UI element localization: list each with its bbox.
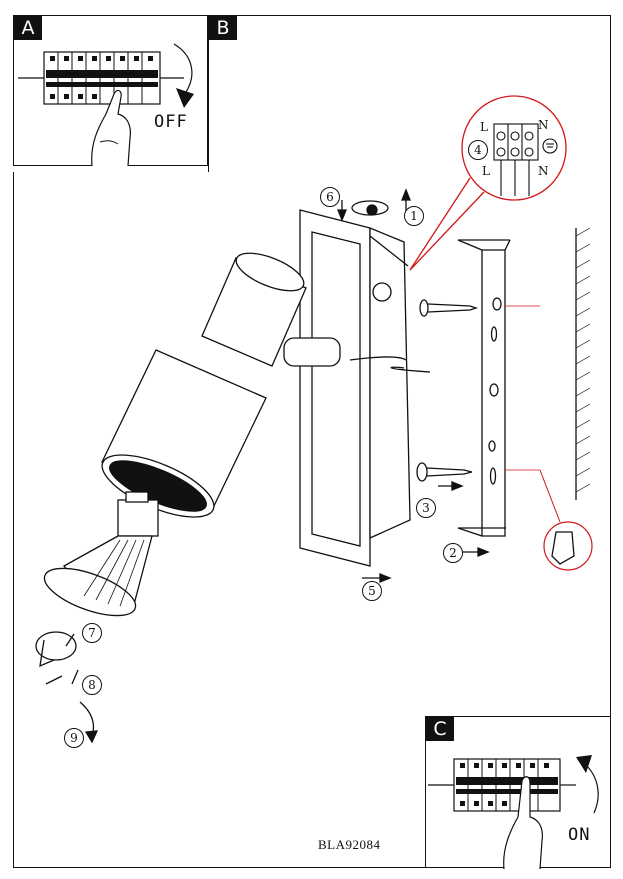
terminal-label-neutral-top: N	[538, 118, 549, 132]
step-7: 7	[82, 623, 102, 643]
terminal-label-live-top: L	[480, 120, 488, 134]
step-4: 4	[468, 140, 488, 160]
model-code: BLA92084	[318, 837, 381, 852]
step-1: 1	[404, 206, 424, 226]
panel-b-tag: B	[209, 16, 237, 40]
step-6: 6	[320, 187, 340, 207]
breaker-off-illustration	[18, 43, 194, 167]
panel-c: C ON	[425, 716, 611, 869]
step-8: 8	[82, 675, 102, 695]
step-2: 2	[443, 543, 463, 563]
panel-a-tag: A	[14, 16, 42, 40]
terminal-block-icon	[493, 123, 558, 196]
on-label: ON	[568, 825, 591, 845]
step-3: 3	[416, 498, 436, 518]
step-9: 9	[64, 728, 84, 748]
step-5: 5	[362, 581, 382, 601]
terminal-label-live-bottom: L	[482, 164, 490, 178]
panel-c-tag: C	[426, 717, 454, 741]
breaker-on-illustration	[428, 755, 599, 869]
terminal-label-neutral-bottom: N	[538, 164, 549, 178]
off-label: OFF	[154, 112, 188, 132]
panel-a: A OFF	[13, 15, 208, 167]
